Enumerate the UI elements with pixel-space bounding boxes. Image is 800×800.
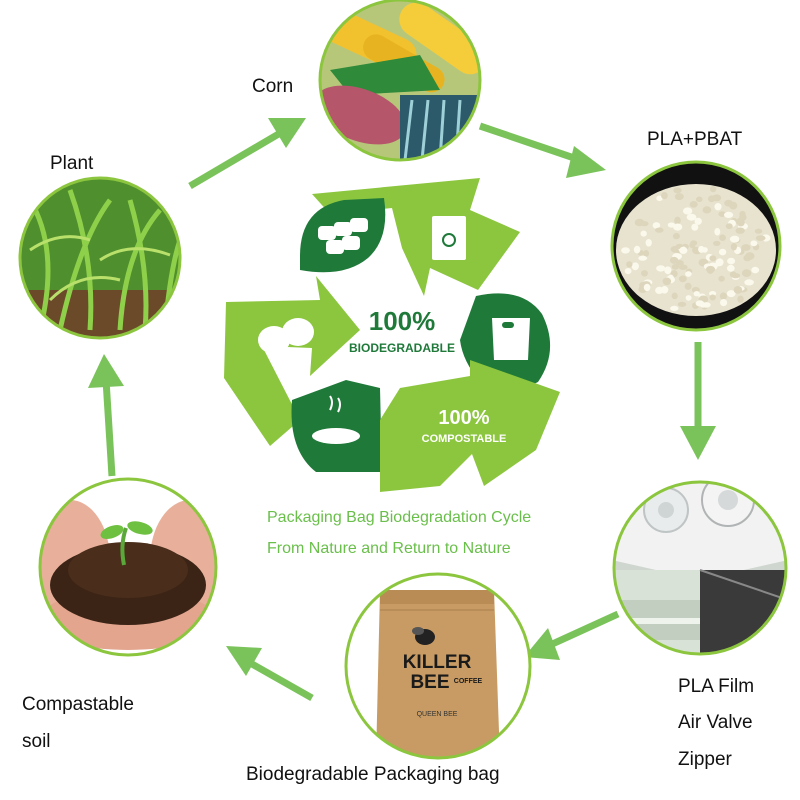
bag-variant: QUEEN BEE <box>417 711 458 718</box>
recycle-arrow-left <box>224 276 360 446</box>
label-bag: Biodegradable Packaging bag <box>246 764 500 785</box>
pellets-pile-icon <box>258 318 314 354</box>
label-zipper: Zipper <box>678 749 732 770</box>
label-plant: Plant <box>50 153 94 174</box>
caption-line2: From Nature and Return to Nature <box>267 540 511 557</box>
label-compostable-soil-line2: soil <box>22 731 51 752</box>
bag-brand-line2: BEE <box>410 672 449 693</box>
recycle-symbol: 100% BIODEGRADABLE 100% COMPOSTABLE <box>224 178 560 492</box>
arrow-soil-to-plant <box>88 354 124 477</box>
pla-film-photo <box>612 480 788 656</box>
recycle-arrow-bottom <box>380 360 560 492</box>
compost-pile-icon <box>312 395 360 444</box>
label-compostable-soil-line1: Compastable <box>22 694 134 715</box>
bag-brand-line1: KILLER <box>403 652 472 673</box>
label-air-valve: Air Valve <box>678 712 753 733</box>
arrow-film-to-bag <box>524 610 620 660</box>
bag-brand-sub: COFFEE <box>454 678 483 685</box>
pla-pbat-pellets-photo <box>610 160 782 332</box>
cycle-arrows <box>88 118 716 702</box>
corn-photo <box>318 0 482 162</box>
label-pla-pbat: PLA+PBAT <box>647 129 743 150</box>
compostable-word: COMPOSTABLE <box>422 433 507 445</box>
biodegradable-percent: 100% <box>369 306 436 336</box>
compostable-percent: 100% <box>438 407 489 429</box>
label-pla-film: PLA Film <box>678 676 755 697</box>
arrow-pla-to-film <box>680 342 716 460</box>
biodegradable-word: BIODEGRADABLE <box>349 341 455 355</box>
plant-photo <box>18 176 182 340</box>
recycle-bag-icon <box>432 216 466 260</box>
arrow-corn-to-pla <box>478 122 606 178</box>
leaf-bottom-left <box>291 380 382 472</box>
shopping-bag-icon <box>492 318 530 360</box>
label-corn: Corn <box>252 76 294 97</box>
soil-photo <box>38 477 218 657</box>
pellets-icon <box>318 218 368 254</box>
bag-photo: KILLER BEE COFFEE QUEEN BEE <box>344 572 532 760</box>
arrow-plant-to-corn <box>188 118 306 190</box>
arrow-bag-to-soil <box>226 646 314 702</box>
caption-line1: Packaging Bag Biodegradation Cycle <box>267 509 532 526</box>
